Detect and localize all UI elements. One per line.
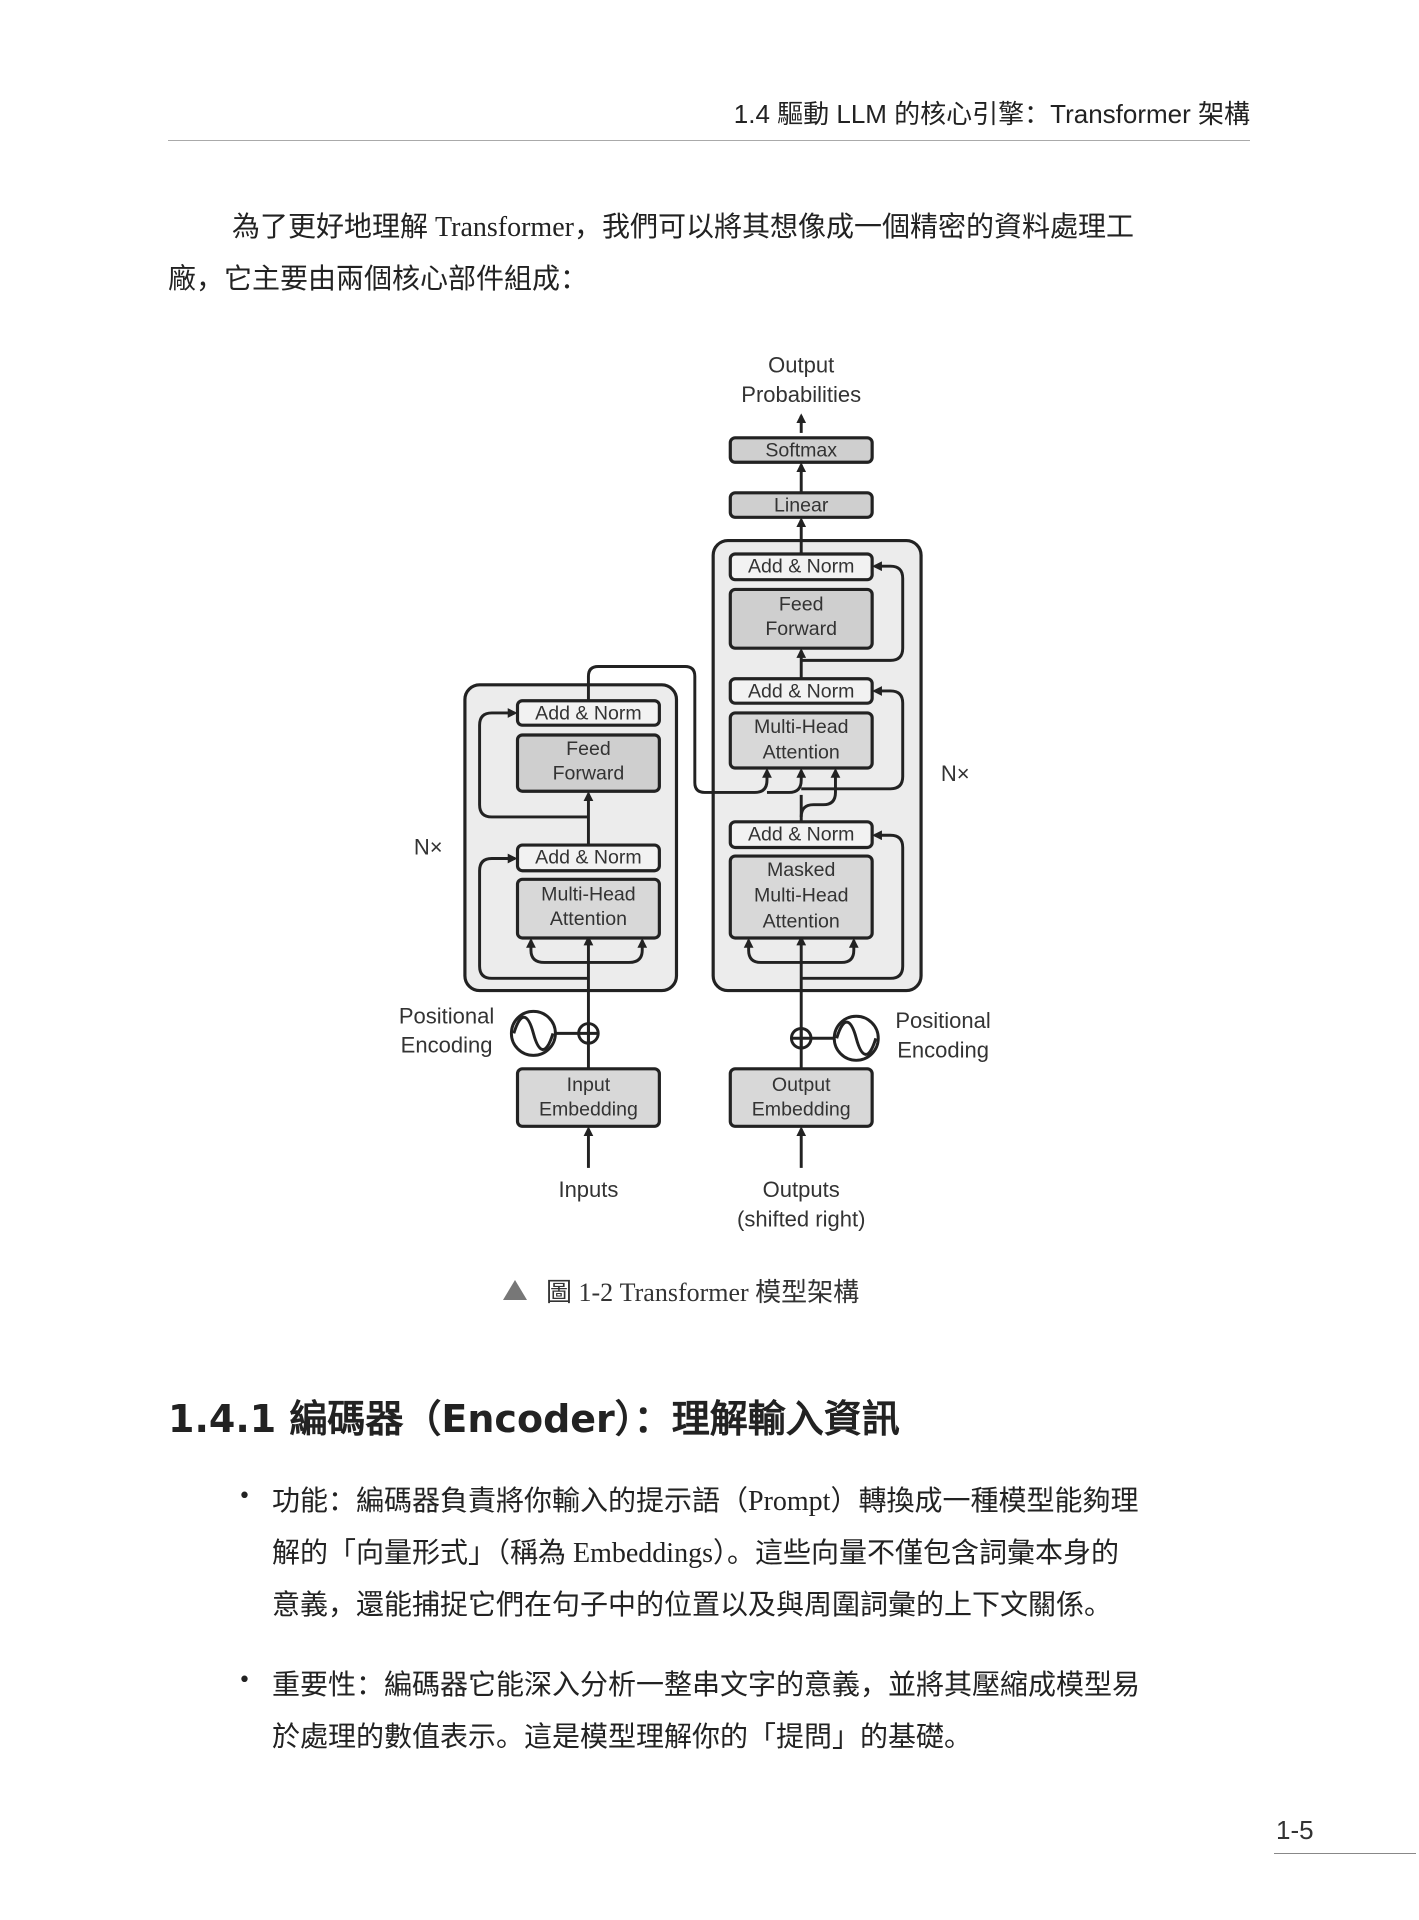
bullet-line: 於處理的數值表示。這是模型理解你的「提問」的基礎。 bbox=[272, 1722, 973, 1753]
caption-triangle-icon bbox=[503, 1280, 527, 1300]
positional-encoding-label: Positional bbox=[895, 1008, 990, 1033]
running-header: 1.4 驅動 LLM 的核心引擎：Transformer 架構 bbox=[733, 99, 1250, 129]
masked-mha-box bbox=[728, 854, 874, 940]
feed-forward-label: Forward bbox=[765, 618, 837, 640]
softmax-label: Softmax bbox=[765, 439, 837, 461]
outputs-label: (shifted right) bbox=[737, 1206, 865, 1231]
input-embedding-box bbox=[515, 1067, 661, 1128]
feed-forward-label: Forward bbox=[553, 762, 625, 784]
masked-mha-label: Attention bbox=[763, 910, 840, 932]
sine-wave-icon bbox=[509, 1009, 880, 1062]
nx-label: N× bbox=[941, 761, 970, 786]
header-rule bbox=[168, 140, 1250, 141]
encoder-block bbox=[463, 683, 679, 993]
input-embedding-label: Embedding bbox=[539, 1099, 638, 1121]
linear-box bbox=[728, 491, 874, 519]
input-embedding-label: Input bbox=[567, 1074, 611, 1096]
positional-encoding-label: Encoding bbox=[401, 1033, 493, 1058]
page-number: 1-5 bbox=[1276, 1815, 1314, 1845]
add-norm-box bbox=[515, 699, 661, 727]
add-circle-icon bbox=[577, 1022, 813, 1050]
feed-forward-box bbox=[728, 587, 874, 650]
output-embedding-label: Embedding bbox=[752, 1099, 851, 1121]
bullet-line: 解的「向量形式」（稱為 Embeddings）。這些向量不僅包含詞彙本身的 bbox=[272, 1538, 1119, 1569]
add-norm-box bbox=[728, 677, 874, 705]
add-norm-label: Add & Norm bbox=[748, 556, 854, 578]
page-number-rule bbox=[1274, 1853, 1416, 1854]
intro-line: 廠，它主要由兩個核心部件組成： bbox=[168, 264, 589, 295]
nx-label: N× bbox=[414, 835, 443, 860]
softmax-box bbox=[728, 436, 874, 464]
inputs-label: Inputs bbox=[558, 1177, 618, 1202]
output-embedding-label: Output bbox=[772, 1074, 831, 1096]
feed-forward-label: Feed bbox=[779, 594, 824, 616]
add-norm-box bbox=[515, 843, 661, 873]
bullet-dot: • bbox=[238, 1484, 251, 1509]
add-norm-box bbox=[728, 552, 874, 582]
mha-label: Multi-Head bbox=[541, 883, 636, 905]
add-norm-label: Add & Norm bbox=[748, 680, 854, 702]
feed-forward-label: Feed bbox=[566, 738, 611, 760]
outputs-label: Outputs bbox=[763, 1177, 840, 1202]
feed-forward-box bbox=[515, 733, 661, 793]
add-norm-label: Add & Norm bbox=[535, 847, 641, 869]
mha-label: Multi-Head bbox=[754, 716, 849, 738]
multi-head-attention-box bbox=[515, 877, 661, 940]
add-norm-label: Add & Norm bbox=[535, 702, 641, 724]
bullet-dot: • bbox=[238, 1668, 251, 1693]
bullet-line: 重要性：編碼器它能深入分析一整串文字的意義，並將其壓縮成模型易 bbox=[272, 1670, 1141, 1701]
output-probabilities-label: Output bbox=[768, 353, 834, 378]
output-embedding-box bbox=[728, 1067, 874, 1128]
mha-label: Attention bbox=[763, 741, 840, 763]
section-heading: 1.4.1 編碼器（Encoder）：理解輸入資訊 bbox=[168, 1397, 900, 1441]
masked-mha-label: Multi-Head bbox=[754, 885, 849, 907]
bullet-line: 功能：編碼器負責將你輸入的提示語（Prompt）轉換成一種模型能夠理 bbox=[272, 1486, 1139, 1517]
add-norm-box bbox=[728, 820, 874, 850]
intro-line: 為了更好地理解 Transformer，我們可以將其想像成一個精密的資料處理工 bbox=[232, 212, 1134, 243]
bullet-line: 意義，還能捕捉它們在句子中的位置以及與周圍詞彙的上下文關係。 bbox=[272, 1590, 1113, 1621]
add-norm-label: Add & Norm bbox=[748, 823, 854, 845]
mha-label: Attention bbox=[550, 908, 627, 930]
multi-head-attention-box bbox=[728, 711, 874, 770]
masked-mha-label: Masked bbox=[767, 859, 835, 881]
output-probabilities-label: Probabilities bbox=[741, 382, 861, 407]
linear-label: Linear bbox=[774, 494, 829, 516]
positional-encoding-label: Encoding bbox=[897, 1038, 989, 1063]
positional-encoding-label: Positional bbox=[399, 1003, 494, 1028]
figure-caption: 圖 1-2 Transformer 模型架構 bbox=[546, 1278, 860, 1307]
